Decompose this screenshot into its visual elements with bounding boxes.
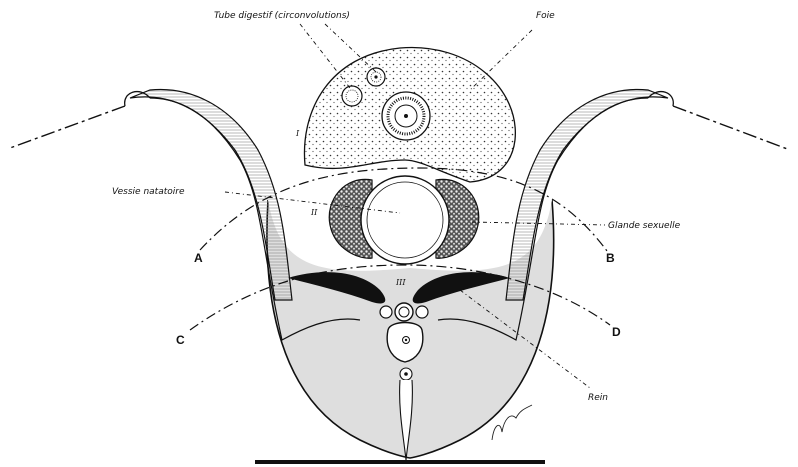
label-roman-2: II — [310, 208, 318, 217]
label-roman-3: III — [395, 278, 406, 287]
right-dashed-extension — [673, 106, 790, 150]
bottom-rule — [255, 460, 545, 464]
label-glande-sexuelle: Glande sexuelle — [608, 221, 681, 231]
label-letter-b: B — [606, 251, 615, 265]
left-dashed-extension — [10, 106, 125, 148]
swim-bladder — [361, 176, 449, 264]
label-tube-digestif: Tube digestif (circonvolutions) — [214, 11, 350, 21]
left-fin-tip — [125, 92, 150, 106]
label-letter-a: A — [194, 251, 203, 265]
right-fin-tip — [648, 92, 673, 106]
label-roman-1: I — [295, 129, 300, 138]
label-letter-c: C — [176, 333, 185, 347]
label-rein: Rein — [588, 393, 608, 403]
label-vessie-natatoire: Vessie natatoire — [112, 187, 185, 197]
label-foie: Foie — [536, 11, 555, 21]
label-letter-d: D — [612, 325, 621, 339]
